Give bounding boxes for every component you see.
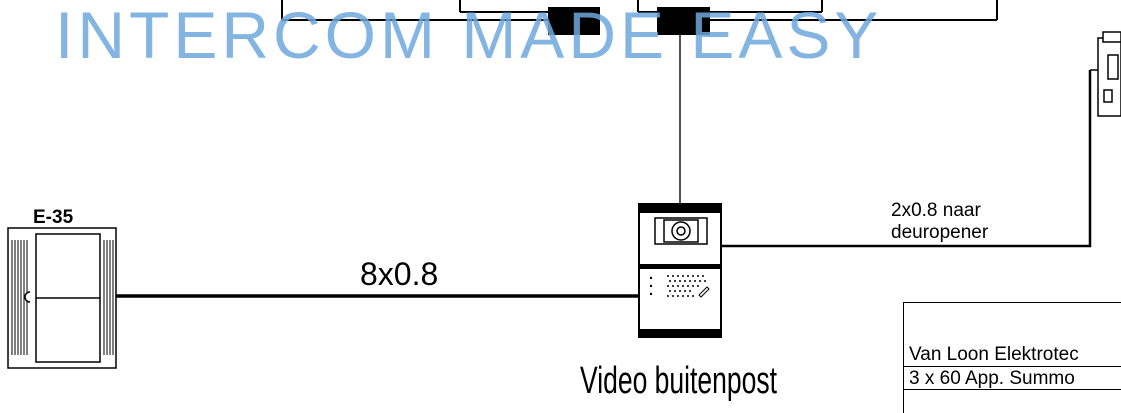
watermark-logo: INTERCOM MADE EASY [55, 0, 883, 72]
main-cable-label: 8x0.8 [360, 256, 438, 292]
door-opener-cable [718, 70, 1092, 248]
title-block-project: 3 x 60 App. Summo [909, 368, 1075, 389]
dvp-left-label: DVP [555, 11, 593, 33]
title-block-divider [903, 389, 1121, 390]
door-opener-cable-label-line1: 2x0.8 naar [891, 200, 981, 221]
speaker-grille [667, 275, 706, 297]
intercom-wiring-diagram: DVP DVP E-35 [7, 0, 1121, 401]
video-outdoor-panel [638, 203, 722, 338]
top-frame [281, 0, 998, 21]
e35-label: E-35 [33, 207, 74, 228]
door-opener-icon [1090, 31, 1121, 117]
title-block-frame [903, 302, 1121, 413]
dvp-module-right: DVP [657, 7, 710, 35]
title-block: Van Loon Elektrotec 3 x 60 App. Summo [903, 302, 1121, 413]
dvp-right-label: DVP [664, 11, 702, 33]
dvp-module-left: DVP [548, 7, 600, 35]
title-block-company: Van Loon Elektrotec [909, 344, 1079, 365]
title-block-divider [903, 366, 1121, 367]
video-outdoor-label: Video buitenpost [580, 360, 777, 401]
door-opener-cable-label-line2: deuropener [891, 222, 989, 243]
e35-indoor-monitor [7, 227, 117, 369]
